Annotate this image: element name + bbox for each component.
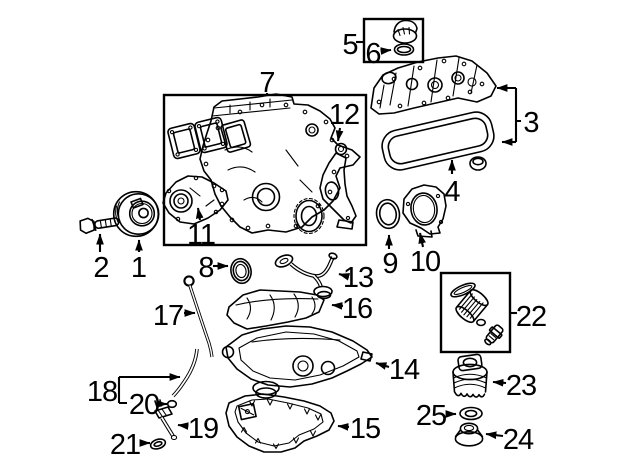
callout-16-label: 16 — [342, 293, 372, 325]
callout-21-label: 21 — [110, 429, 140, 461]
part-5-oil-filler-cap-drawing — [392, 19, 418, 44]
part-2-pulley-bolt-drawing — [79, 217, 120, 235]
callout-15-label: 15 — [350, 413, 380, 445]
part-3-valve-cover-drawing — [370, 55, 497, 115]
callout-19: 19 — [177, 413, 219, 445]
part-7-timing-cover-drawing — [199, 93, 361, 234]
callout-23: 23 — [492, 370, 537, 402]
group-box-7 — [162, 93, 368, 247]
part-8-seal-drawing — [230, 257, 252, 285]
callout-20-label: 20 — [129, 389, 159, 421]
part-22-oil-filter-element-drawing — [450, 282, 504, 346]
callout-13: 13 — [338, 262, 374, 294]
callout-17: 17 — [153, 300, 196, 332]
part-4-grommet-drawing — [469, 156, 487, 171]
callout-18: 18 — [87, 373, 181, 408]
part-21-gasket-drawing — [149, 438, 167, 450]
callout-11-label: 11 — [187, 219, 215, 251]
callout-24: 24 — [485, 424, 535, 456]
callout-23-label: 23 — [506, 370, 536, 402]
part-7-gasket-c-drawing — [220, 119, 252, 153]
part-6-filler-cap-gasket-drawing — [393, 43, 415, 56]
part-9-crankshaft-seal-drawing — [375, 198, 401, 230]
callout-16: 16 — [331, 293, 373, 325]
part-13-oil-pickup-tube-drawing — [274, 252, 338, 300]
callout-12-label: 12 — [329, 99, 359, 131]
callout-4: 4 — [444, 159, 461, 208]
callout-17-label: 17 — [153, 300, 183, 332]
part-17-dipstick-drawing — [183, 275, 214, 358]
callout-14: 14 — [375, 354, 421, 386]
callout-13-label: 13 — [343, 262, 373, 294]
callout-8-label: 8 — [198, 252, 213, 284]
callout-6-label: 6 — [365, 38, 380, 70]
part-1-crankshaft-pulley-drawing — [112, 190, 160, 238]
callout-10: 10 — [410, 232, 441, 278]
callout-24-label: 24 — [503, 424, 534, 456]
part-10-seal-retainer-drawing — [402, 184, 447, 238]
callout-22: 22 — [510, 301, 547, 333]
callout-10-label: 10 — [410, 246, 440, 278]
callout-7-label: 7 — [259, 67, 274, 99]
part-7-gasket-b-drawing — [194, 116, 228, 154]
part-11-water-pump-drawing — [162, 175, 229, 225]
callout-21: 21 — [110, 429, 151, 461]
callout-25: 25 — [416, 400, 457, 432]
callout-6: 6 — [365, 38, 392, 70]
callout-2: 2 — [93, 233, 110, 284]
callout-18-label: 18 — [87, 376, 117, 408]
part-16-baffle-plate-drawing — [226, 289, 325, 330]
callout-19-label: 19 — [188, 413, 218, 445]
callout-9: 9 — [382, 234, 399, 280]
callout-1-label: 1 — [131, 252, 146, 284]
callout-11: 11 — [187, 207, 216, 251]
callout-3: 3 — [496, 84, 540, 146]
part-18-guide-tube-drawing — [171, 348, 199, 398]
part-7-seal-ring-drawing — [293, 197, 325, 235]
part-4-valve-cover-gasket-drawing — [381, 111, 495, 171]
part-24-filter-plug-drawing — [454, 422, 484, 447]
callout-14-label: 14 — [389, 354, 420, 386]
part-25-oring-drawing — [459, 406, 483, 421]
callout-5: 5 — [342, 29, 363, 61]
part-14-upper-oil-pan-drawing — [221, 325, 373, 399]
callout-9-label: 9 — [382, 248, 397, 280]
callout-1: 1 — [131, 239, 147, 284]
callout-3-label: 3 — [523, 107, 538, 139]
callout-4-label: 4 — [444, 176, 460, 208]
callout-2-label: 2 — [93, 252, 108, 284]
part-15-lower-oil-pan-drawing — [225, 393, 335, 453]
part-12-chain-tensioner-drawing — [319, 142, 357, 230]
callout-5-label: 5 — [342, 29, 357, 61]
part-20-oring-drawing — [166, 399, 178, 409]
callout-20: 20 — [129, 389, 168, 421]
callout-15: 15 — [337, 413, 381, 445]
callout-8: 8 — [198, 252, 229, 284]
group-box-5 — [362, 17, 425, 64]
callout-25-label: 25 — [416, 400, 446, 432]
callout-22-label: 22 — [516, 301, 546, 333]
callout-7: 7 — [259, 67, 275, 99]
callout-12: 12 — [329, 99, 360, 142]
part-23-oil-filter-cap-drawing — [452, 353, 488, 398]
